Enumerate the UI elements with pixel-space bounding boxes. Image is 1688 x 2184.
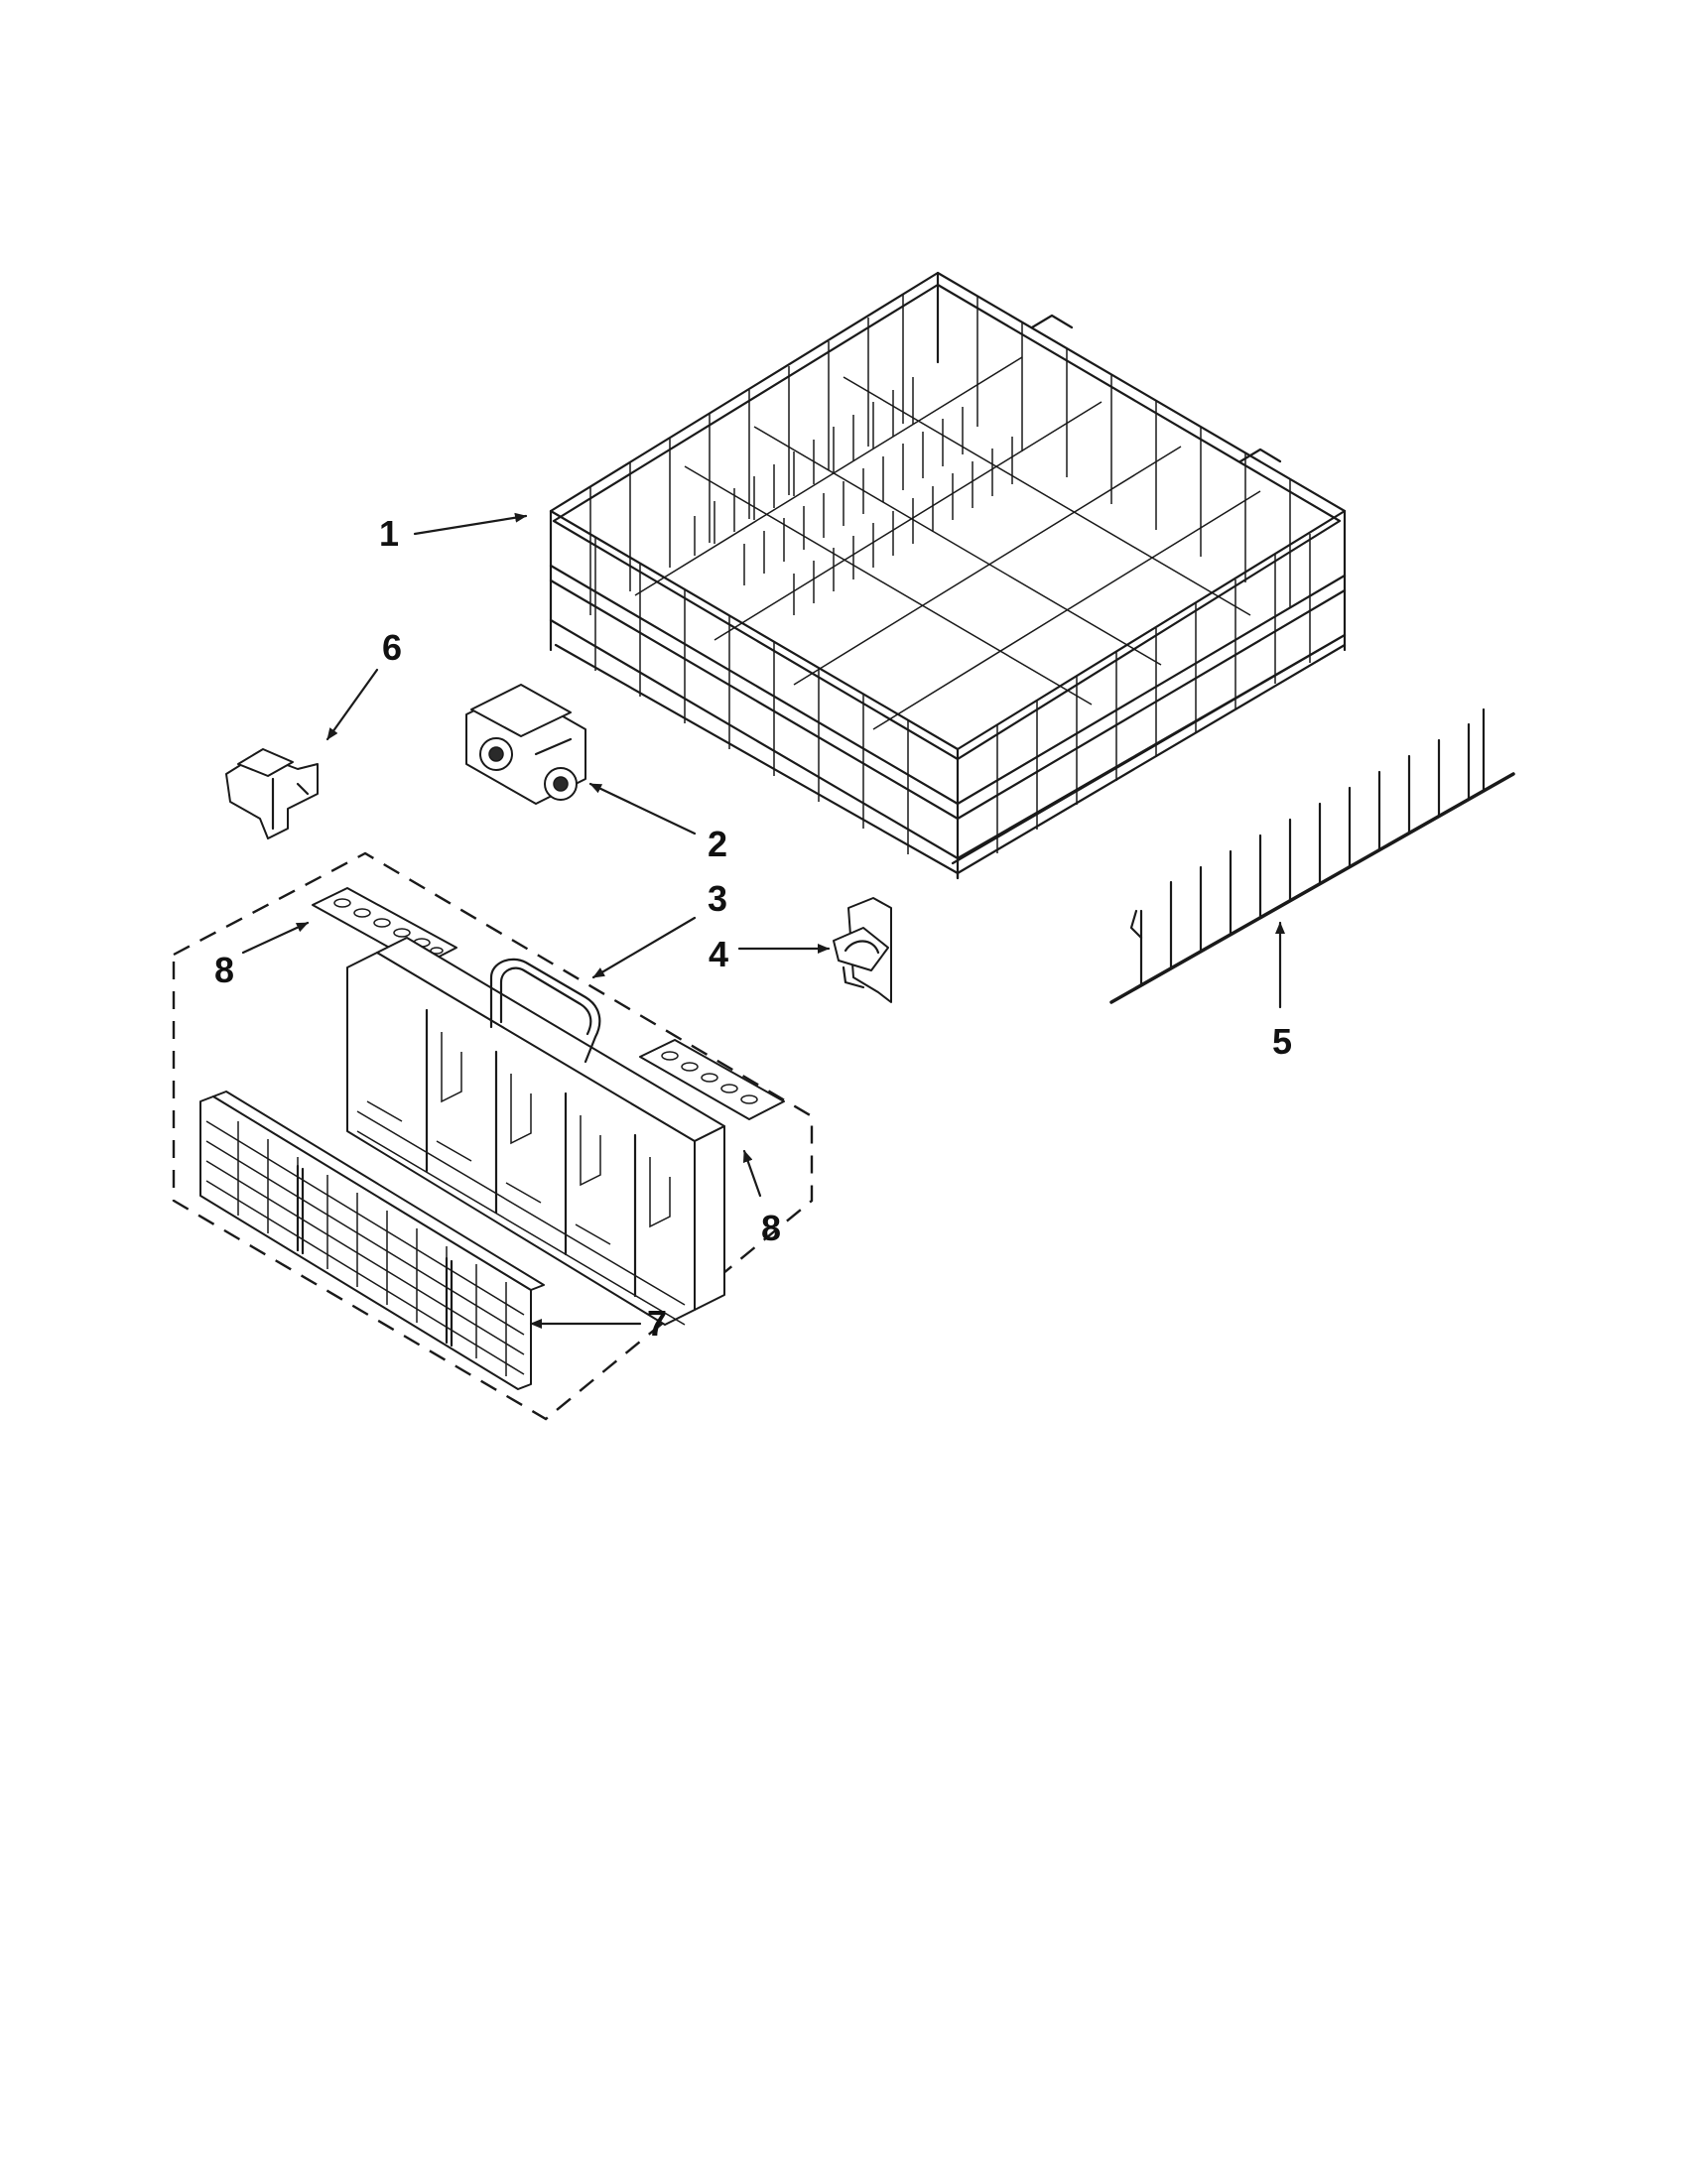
basket-lid-part [199,1091,545,1390]
leader-6 [325,668,379,741]
callout-5: 5 [1272,1021,1292,1062]
callout-leaders [241,512,1285,1329]
callout-3: 3 [708,878,727,919]
callout-8a: 8 [214,950,234,990]
rack-bracket-part [833,897,892,1003]
basket-assembly-outline [172,851,814,1421]
upper-dishrack-part [549,271,1347,880]
callout-2: 2 [708,824,727,864]
rack-clip-part [225,748,319,839]
leader-8b [742,1149,762,1198]
callout-8b: 8 [761,1208,781,1248]
callout-1: 1 [379,513,399,554]
basket-cap-part [639,1039,785,1120]
rack-roller-part [465,684,586,805]
leader-8a [241,921,310,955]
leader-3 [591,916,697,979]
callout-6: 6 [382,627,402,668]
leader-2 [588,782,697,835]
silverware-basket-part [346,937,725,1326]
leader-1 [413,512,528,536]
callout-4: 4 [709,934,728,974]
tine-row-part [1109,707,1515,1004]
callout-7: 7 [647,1303,667,1344]
